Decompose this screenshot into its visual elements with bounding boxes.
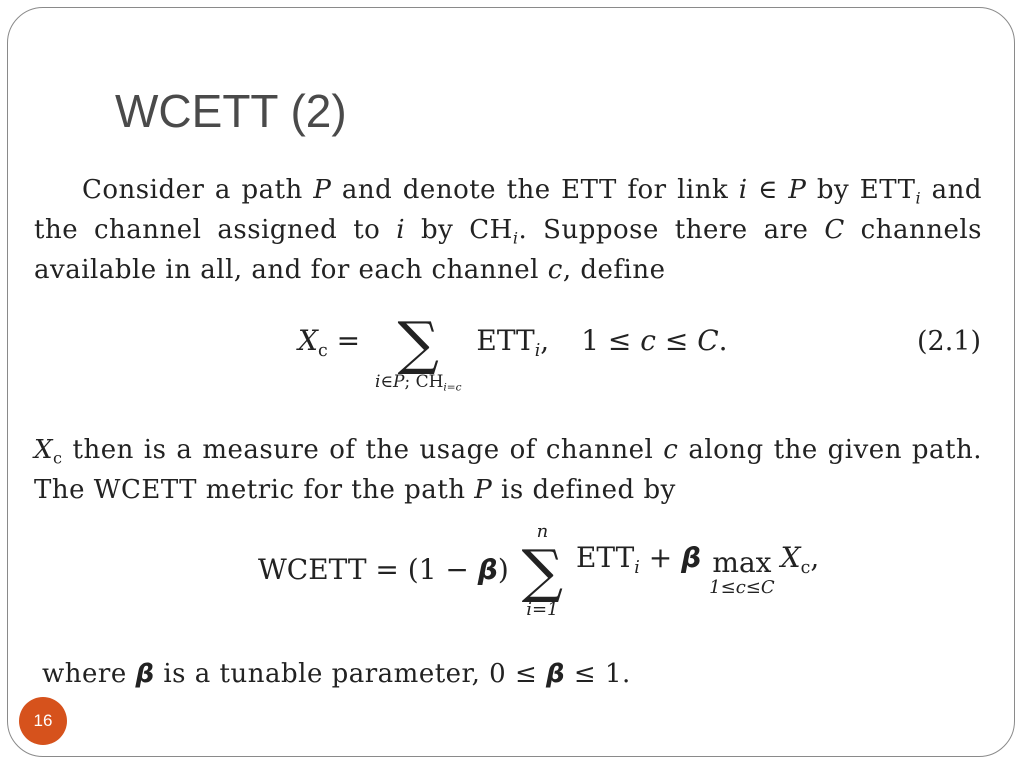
text: and denote the ETT for link [331, 175, 739, 205]
paragraph-line: Consider a path P and denote the ETT for… [34, 170, 982, 210]
subscript-c: c [800, 557, 811, 578]
text: along the given path. [678, 435, 983, 465]
symbol-i: i [738, 175, 748, 205]
symbol-in: ∈ [747, 175, 789, 205]
sigma-symbol: ∑ [521, 537, 564, 605]
equation-rhs: ETTi, 1 ≤ c ≤ C. [476, 323, 728, 360]
symbol-c: c [663, 435, 679, 465]
max-text: max [712, 545, 772, 579]
equals: = [327, 323, 361, 357]
text: by ETT [806, 175, 916, 205]
symbol-P: P [788, 175, 807, 205]
text: and [921, 175, 983, 205]
text: , define [562, 255, 666, 285]
symbol-X: X [298, 323, 318, 357]
paragraph-line: The WCETT metric for the path P is defin… [34, 470, 982, 510]
summation-upper: n [522, 522, 563, 542]
paragraph-line: available in all, and for each channel c… [34, 250, 982, 290]
text: is defined by [492, 475, 676, 505]
symbol-i: i [374, 372, 381, 392]
symbol-X: X [34, 435, 54, 465]
sigma-symbol: ∑ [397, 309, 439, 377]
period: . [718, 323, 728, 357]
subscript-i: i [915, 188, 922, 208]
summation: ∑ i∈P; CHi=c [374, 309, 462, 394]
comma: , [540, 323, 550, 357]
subscript-c: c [53, 448, 63, 468]
equation-number: (2.1) [917, 326, 982, 357]
text: by CH [405, 215, 513, 245]
text: channels [844, 215, 983, 245]
paragraph-xc-meaning: Xc then is a measure of the usage of cha… [34, 430, 982, 510]
text: . Suppose there are [518, 215, 825, 245]
text: then is a measure of the usage of channe… [62, 435, 664, 465]
symbol-i: i [396, 215, 406, 245]
equation-lhs: WCETT = (1 − β) [258, 553, 509, 586]
page-number-badge: 16 [19, 697, 67, 745]
text: The WCETT metric for the path [34, 475, 475, 505]
comma: , [810, 540, 820, 574]
symbol-P: P [474, 475, 493, 505]
paragraph-line: where β is a tunable parameter, 0 ≤ β ≤ … [42, 654, 942, 694]
symbol-n: n [536, 521, 549, 542]
text: ≤ [655, 323, 698, 357]
symbol-beta: β [135, 659, 155, 689]
symbol-C: C [824, 215, 845, 245]
subscript-i: i [534, 340, 541, 361]
symbol-P: P [392, 372, 405, 392]
subscript: i=c [443, 381, 462, 394]
text: is a tunable parameter, 0 ≤ [154, 659, 547, 689]
equation-xc: Xc = ∑ i∈P; CHi=c ETTi,1 ≤ c ≤ C. [298, 309, 728, 394]
text: available in all, and for each channel [34, 255, 548, 285]
text: ) [497, 552, 509, 586]
text: Consider a path [82, 175, 314, 205]
text: WCETT = (1 − [258, 552, 478, 586]
paragraph-line: the channel assigned to i by CHi. Suppos… [34, 210, 982, 250]
symbol-X: X [780, 540, 801, 574]
text: ≤ 1. [565, 659, 631, 689]
text: ETT [476, 323, 535, 357]
symbol-beta: β [681, 540, 702, 574]
symbol-beta: β [546, 659, 566, 689]
symbol-c: c [640, 323, 656, 357]
subscript-i: i [512, 228, 519, 248]
summation-lower: i=1 [526, 599, 559, 620]
slide-title: WCETT (2) [115, 85, 347, 137]
paragraph-line: Xc then is a measure of the usage of cha… [34, 430, 982, 470]
text: 1 ≤ [581, 323, 641, 357]
paragraph-beta: where β is a tunable parameter, 0 ≤ β ≤ … [42, 654, 942, 694]
paragraph-definition: Consider a path P and denote the ETT for… [34, 170, 982, 290]
subscript-c: c [317, 340, 328, 361]
text: the channel assigned to [34, 215, 397, 245]
text: where [42, 659, 136, 689]
plus: + [639, 540, 682, 574]
slide-frame [7, 7, 1015, 757]
symbol-P: P [313, 175, 332, 205]
symbol-beta: β [477, 552, 498, 586]
subscript-i: i [634, 557, 640, 578]
symbol-in: ∈ [380, 372, 393, 392]
text: ; CH [404, 372, 444, 392]
equation-lhs: Xc = [298, 323, 361, 360]
symbol-C: C [697, 323, 719, 357]
text: ETT [575, 540, 635, 574]
summation-limit: i∈P; CHi=c [374, 372, 462, 394]
summation: n ∑ i=1 [522, 522, 563, 620]
max-limit: 1≤c≤C [709, 576, 775, 598]
symbol-c: c [547, 255, 563, 285]
